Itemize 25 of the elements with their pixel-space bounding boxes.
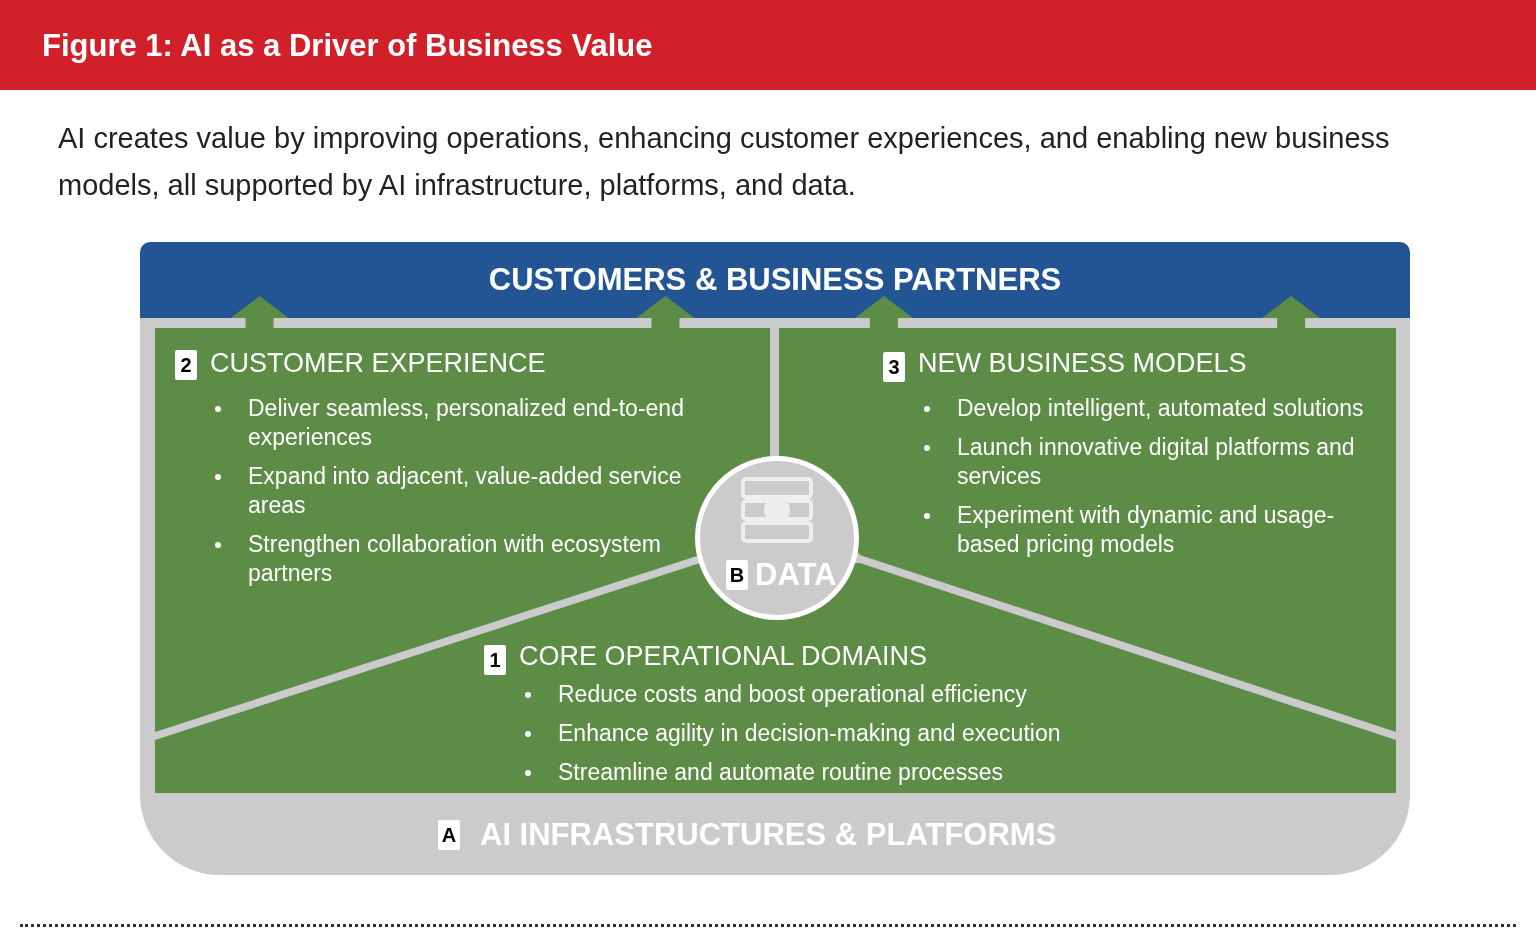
section-heading: CORE OPERATIONAL DOMAINS bbox=[519, 641, 928, 671]
bullet-item: Experiment with dynamic and usage-based pricing models bbox=[957, 501, 1387, 559]
title: Figure 1: AI as a Driver of Business Value bbox=[42, 28, 653, 64]
section-heading: CUSTOMER EXPERIENCE bbox=[210, 348, 546, 378]
header-band: CUSTOMERS & BUSINESS PARTNERS bbox=[140, 242, 1410, 318]
section-marker: 3 bbox=[883, 352, 905, 382]
bullet-item: Launch innovative digital platforms and services bbox=[957, 433, 1387, 491]
arrow bbox=[854, 296, 913, 328]
bullet-item: Strengthen collaboration with ecosystem partners bbox=[248, 530, 688, 588]
section-marker: A bbox=[438, 820, 460, 850]
section-marker: 2 bbox=[175, 350, 197, 380]
section-marker: B bbox=[726, 560, 748, 590]
arrow bbox=[636, 296, 695, 328]
arrow bbox=[230, 296, 289, 328]
bullet-item: Streamline and automate routine processes bbox=[558, 758, 1258, 787]
section-heading: NEW BUSINESS MODELS bbox=[918, 348, 1247, 378]
bullet-item: Reduce costs and boost operational efficiency bbox=[558, 680, 1258, 709]
section-marker: 1 bbox=[484, 645, 506, 675]
bullet-item: Develop intelligent, automated solutions bbox=[957, 394, 1387, 423]
arrow bbox=[1262, 296, 1321, 328]
platform-base bbox=[140, 318, 1410, 875]
bullet-item: Deliver seamless, personalized end-to-end experiences bbox=[248, 394, 688, 452]
bullet-item: Expand into adjacent, value-added service areas bbox=[248, 462, 688, 520]
bullet-item: Enhance agility in decision-making and execution bbox=[558, 719, 1258, 748]
subtitle-text: AI creates value by improving operations, enhancing customer experiences, and enabling new business models, all supported by AI infrastructure, platforms, and data. bbox=[58, 121, 1391, 203]
